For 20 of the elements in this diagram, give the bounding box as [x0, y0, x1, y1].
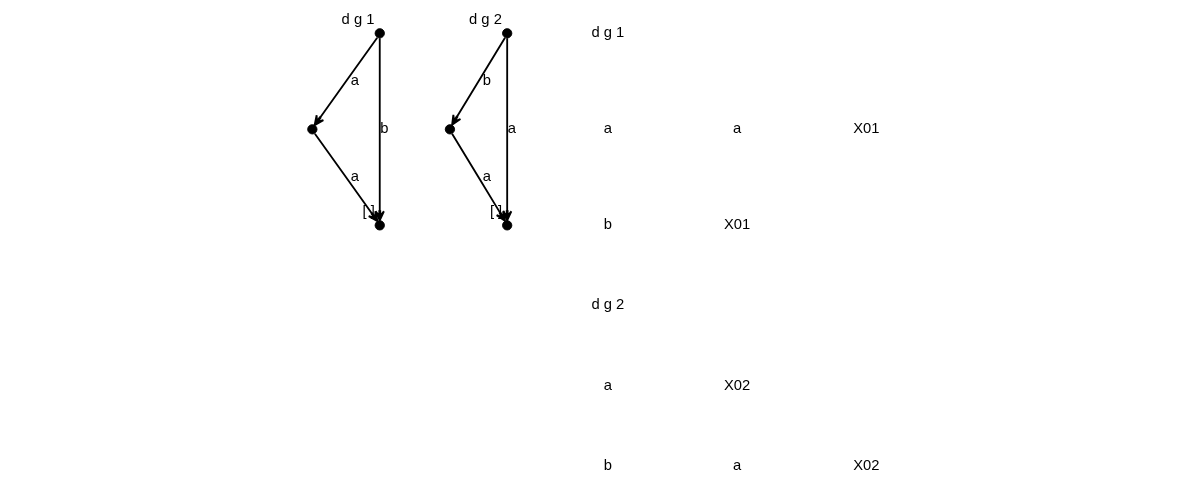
label: a [603, 376, 612, 393]
label: a [732, 456, 742, 473]
label: b [603, 456, 612, 473]
label: X01 [723, 215, 751, 232]
edge-label: a [507, 119, 516, 136]
edge-label: a [482, 167, 491, 184]
label: b [603, 215, 612, 232]
label: d g 2 [591, 296, 625, 313]
label: d g 1 [591, 23, 625, 40]
node-label: d g 1 [341, 10, 375, 27]
label: X02 [723, 376, 751, 393]
edge-label: a [350, 167, 359, 184]
label: X02 [853, 456, 880, 473]
label: X01 [853, 119, 880, 136]
node-label: d g 2 [469, 10, 502, 27]
label: a [603, 119, 612, 136]
edge-label: a [350, 71, 359, 88]
label: a [732, 119, 742, 136]
edge-label: b [482, 71, 491, 88]
edge-label: b [380, 119, 389, 136]
